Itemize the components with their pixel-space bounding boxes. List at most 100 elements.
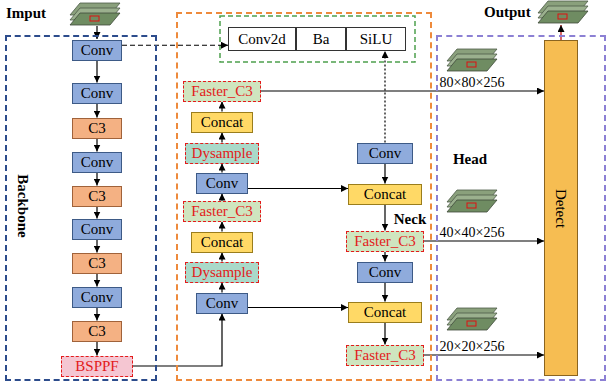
concat-block: Concat — [348, 184, 422, 205]
connector — [221, 164, 222, 173]
connector — [384, 51, 385, 143]
connector — [96, 274, 97, 287]
faster-c3-block: Faster_C3 — [183, 81, 261, 102]
block-label: Conv — [369, 264, 402, 281]
block-label: Conv — [81, 85, 114, 102]
connector — [96, 308, 97, 321]
backbone-region: BackboneConvConvC3ConvC3ConvC3ConvC3BSPP… — [5, 35, 157, 381]
layer-cell: Ba — [296, 27, 346, 51]
block-label: C3 — [88, 120, 106, 137]
block-label: Faster_C3 — [354, 233, 416, 250]
neck-region: NeckConv2dBaSiLUFaster_C3ConcatDysampleC… — [176, 12, 432, 381]
input-arrow — [96, 26, 97, 39]
connector — [261, 90, 544, 91]
connector — [221, 222, 222, 232]
bsppf-block: BSPPF — [61, 356, 133, 377]
region-label: Neck — [394, 211, 427, 228]
connector — [221, 194, 222, 201]
block-label: Conv — [369, 145, 402, 162]
output-arrow — [560, 25, 561, 40]
block-label: Concat — [201, 234, 244, 251]
block-label: Faster_C3 — [354, 347, 416, 364]
block-label: Concat — [201, 114, 244, 131]
input-image — [70, 3, 120, 25]
concat-block: Concat — [348, 302, 422, 323]
feature-map — [447, 49, 497, 71]
connector — [96, 104, 97, 118]
connector — [384, 164, 385, 184]
block-label: Concat — [364, 304, 407, 321]
block-label: C3 — [88, 323, 106, 340]
detect-block: Detect — [544, 40, 578, 376]
connector — [96, 207, 97, 219]
layer-cell: Conv2d — [228, 27, 296, 51]
block-label: Faster_C3 — [191, 203, 253, 220]
conv-block: Conv — [72, 287, 122, 308]
output-image — [538, 1, 588, 23]
connector — [384, 205, 385, 231]
block-label: Conv2d — [238, 31, 286, 48]
c3-block: C3 — [72, 118, 122, 139]
conv-block: Conv — [357, 143, 413, 164]
connector — [424, 240, 544, 241]
block-label: Conv — [206, 295, 239, 312]
block-label: Dysample — [192, 264, 253, 281]
concat-block: Concat — [191, 232, 253, 253]
connector — [384, 323, 385, 345]
block-label: Detect — [553, 188, 570, 227]
dysample-block: Dysample — [185, 143, 259, 164]
conv-detail-outline — [220, 16, 415, 62]
block-label: C3 — [88, 255, 106, 272]
block-label: BSPPF — [75, 358, 118, 375]
block-label: Conv — [81, 221, 114, 238]
block-label: Dysample — [192, 145, 253, 162]
tensor-size: 20×20×256 — [438, 339, 507, 354]
connector — [122, 45, 228, 46]
block-label: Conv — [81, 42, 114, 59]
dysample-block: Dysample — [185, 262, 259, 283]
block-label: C3 — [88, 188, 106, 205]
faster-c3-block: Faster_C3 — [346, 345, 424, 366]
conv-block: Conv — [357, 262, 413, 283]
block-label: Faster_C3 — [191, 83, 253, 100]
connector — [221, 133, 222, 143]
connector — [96, 61, 97, 83]
layer-cell: SiLU — [346, 27, 406, 51]
connector — [221, 102, 222, 112]
region-label: Head — [453, 151, 487, 168]
block-label: Conv — [81, 154, 114, 171]
connector — [96, 139, 97, 152]
c3-block: C3 — [72, 321, 122, 342]
tensor-size: 80×80×256 — [438, 75, 507, 90]
io-label: Output — [484, 4, 531, 21]
block-label: Concat — [364, 186, 407, 203]
io-label: Imput — [6, 5, 46, 22]
block-label: Conv — [81, 289, 114, 306]
feature-map — [447, 190, 497, 212]
faster-c3-block: Faster_C3 — [346, 231, 424, 252]
conv-block: Conv — [196, 293, 248, 314]
conv-block: Conv — [72, 40, 122, 61]
connector — [221, 253, 222, 262]
connector — [384, 252, 385, 262]
connector — [96, 173, 97, 186]
connector — [96, 240, 97, 253]
connector — [248, 307, 348, 308]
block-label: Ba — [313, 31, 330, 48]
connector — [248, 188, 348, 189]
c3-block: C3 — [72, 186, 122, 207]
conv-block: Conv — [72, 219, 122, 240]
tensor-size: 40×40×256 — [438, 225, 507, 240]
connector — [384, 283, 385, 302]
block-label: Conv — [206, 175, 239, 192]
faster-c3-block: Faster_C3 — [183, 201, 261, 222]
connector — [424, 354, 544, 355]
conv-block: Conv — [72, 152, 122, 173]
conv-block: Conv — [196, 173, 248, 194]
region-label: Backbone — [14, 174, 31, 237]
conv-block: Conv — [72, 83, 122, 104]
c3-block: C3 — [72, 253, 122, 274]
concat-block: Concat — [191, 112, 253, 133]
connector — [96, 342, 97, 356]
